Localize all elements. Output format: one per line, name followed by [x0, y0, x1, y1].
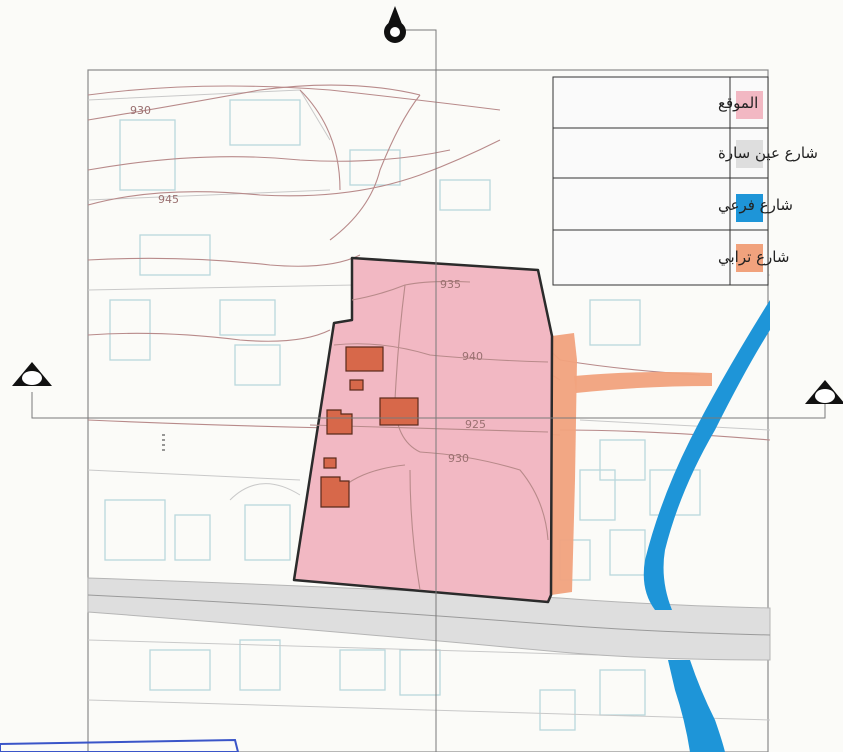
legend-swatch-main-road	[736, 140, 763, 168]
building-3	[379, 397, 419, 426]
building-1	[345, 346, 384, 372]
building-6	[320, 476, 350, 508]
section-marker-top: C	[384, 6, 406, 43]
contour-label-940: 940	[462, 350, 483, 363]
building-4	[326, 409, 353, 435]
section-marker-right-label: B	[821, 393, 827, 403]
section-marker-left-label: B	[28, 375, 34, 385]
legend: الموقع شارع عين سارة شارع فرعي شارع تراب…	[552, 76, 818, 286]
stamp-edge	[0, 738, 240, 752]
main-road	[87, 577, 771, 661]
legend-label-site: الموقع	[718, 94, 758, 112]
scale-marks	[162, 434, 165, 451]
section-marker-right: B	[805, 380, 843, 404]
buildings	[320, 346, 419, 508]
side-street-upper	[643, 300, 770, 610]
contour-label-930-top: 930	[130, 104, 151, 117]
contour-label-945: 945	[158, 193, 179, 206]
section-marker-left: B	[12, 362, 52, 386]
legend-label-dirt-road: شارع ترابي	[718, 248, 789, 267]
map-frame	[87, 69, 769, 752]
main-road-centerline	[87, 594, 771, 636]
dirt-road-vertical	[551, 333, 577, 595]
legend-label-side-street: شارع فرعي	[718, 196, 793, 215]
legend-swatch-dirt-road	[736, 244, 763, 272]
section-marker-top-label: C	[392, 29, 398, 39]
building-5	[323, 457, 337, 469]
legend-swatch-side-street	[736, 194, 763, 222]
grey-parcel-lines	[87, 89, 771, 721]
contour-label-930: 930	[448, 452, 469, 465]
parcel-outlines	[104, 99, 701, 731]
legend-swatch-site	[736, 91, 763, 119]
legend-label-main-road: شارع عين سارة	[718, 144, 818, 162]
dirt-road-horizontal	[574, 372, 712, 393]
contour-lines	[87, 84, 771, 601]
section-lines	[31, 29, 826, 752]
building-2	[349, 379, 364, 391]
side-street-lower	[668, 660, 725, 752]
contour-label-935: 935	[440, 278, 461, 291]
contour-label-925: 925	[465, 418, 486, 431]
